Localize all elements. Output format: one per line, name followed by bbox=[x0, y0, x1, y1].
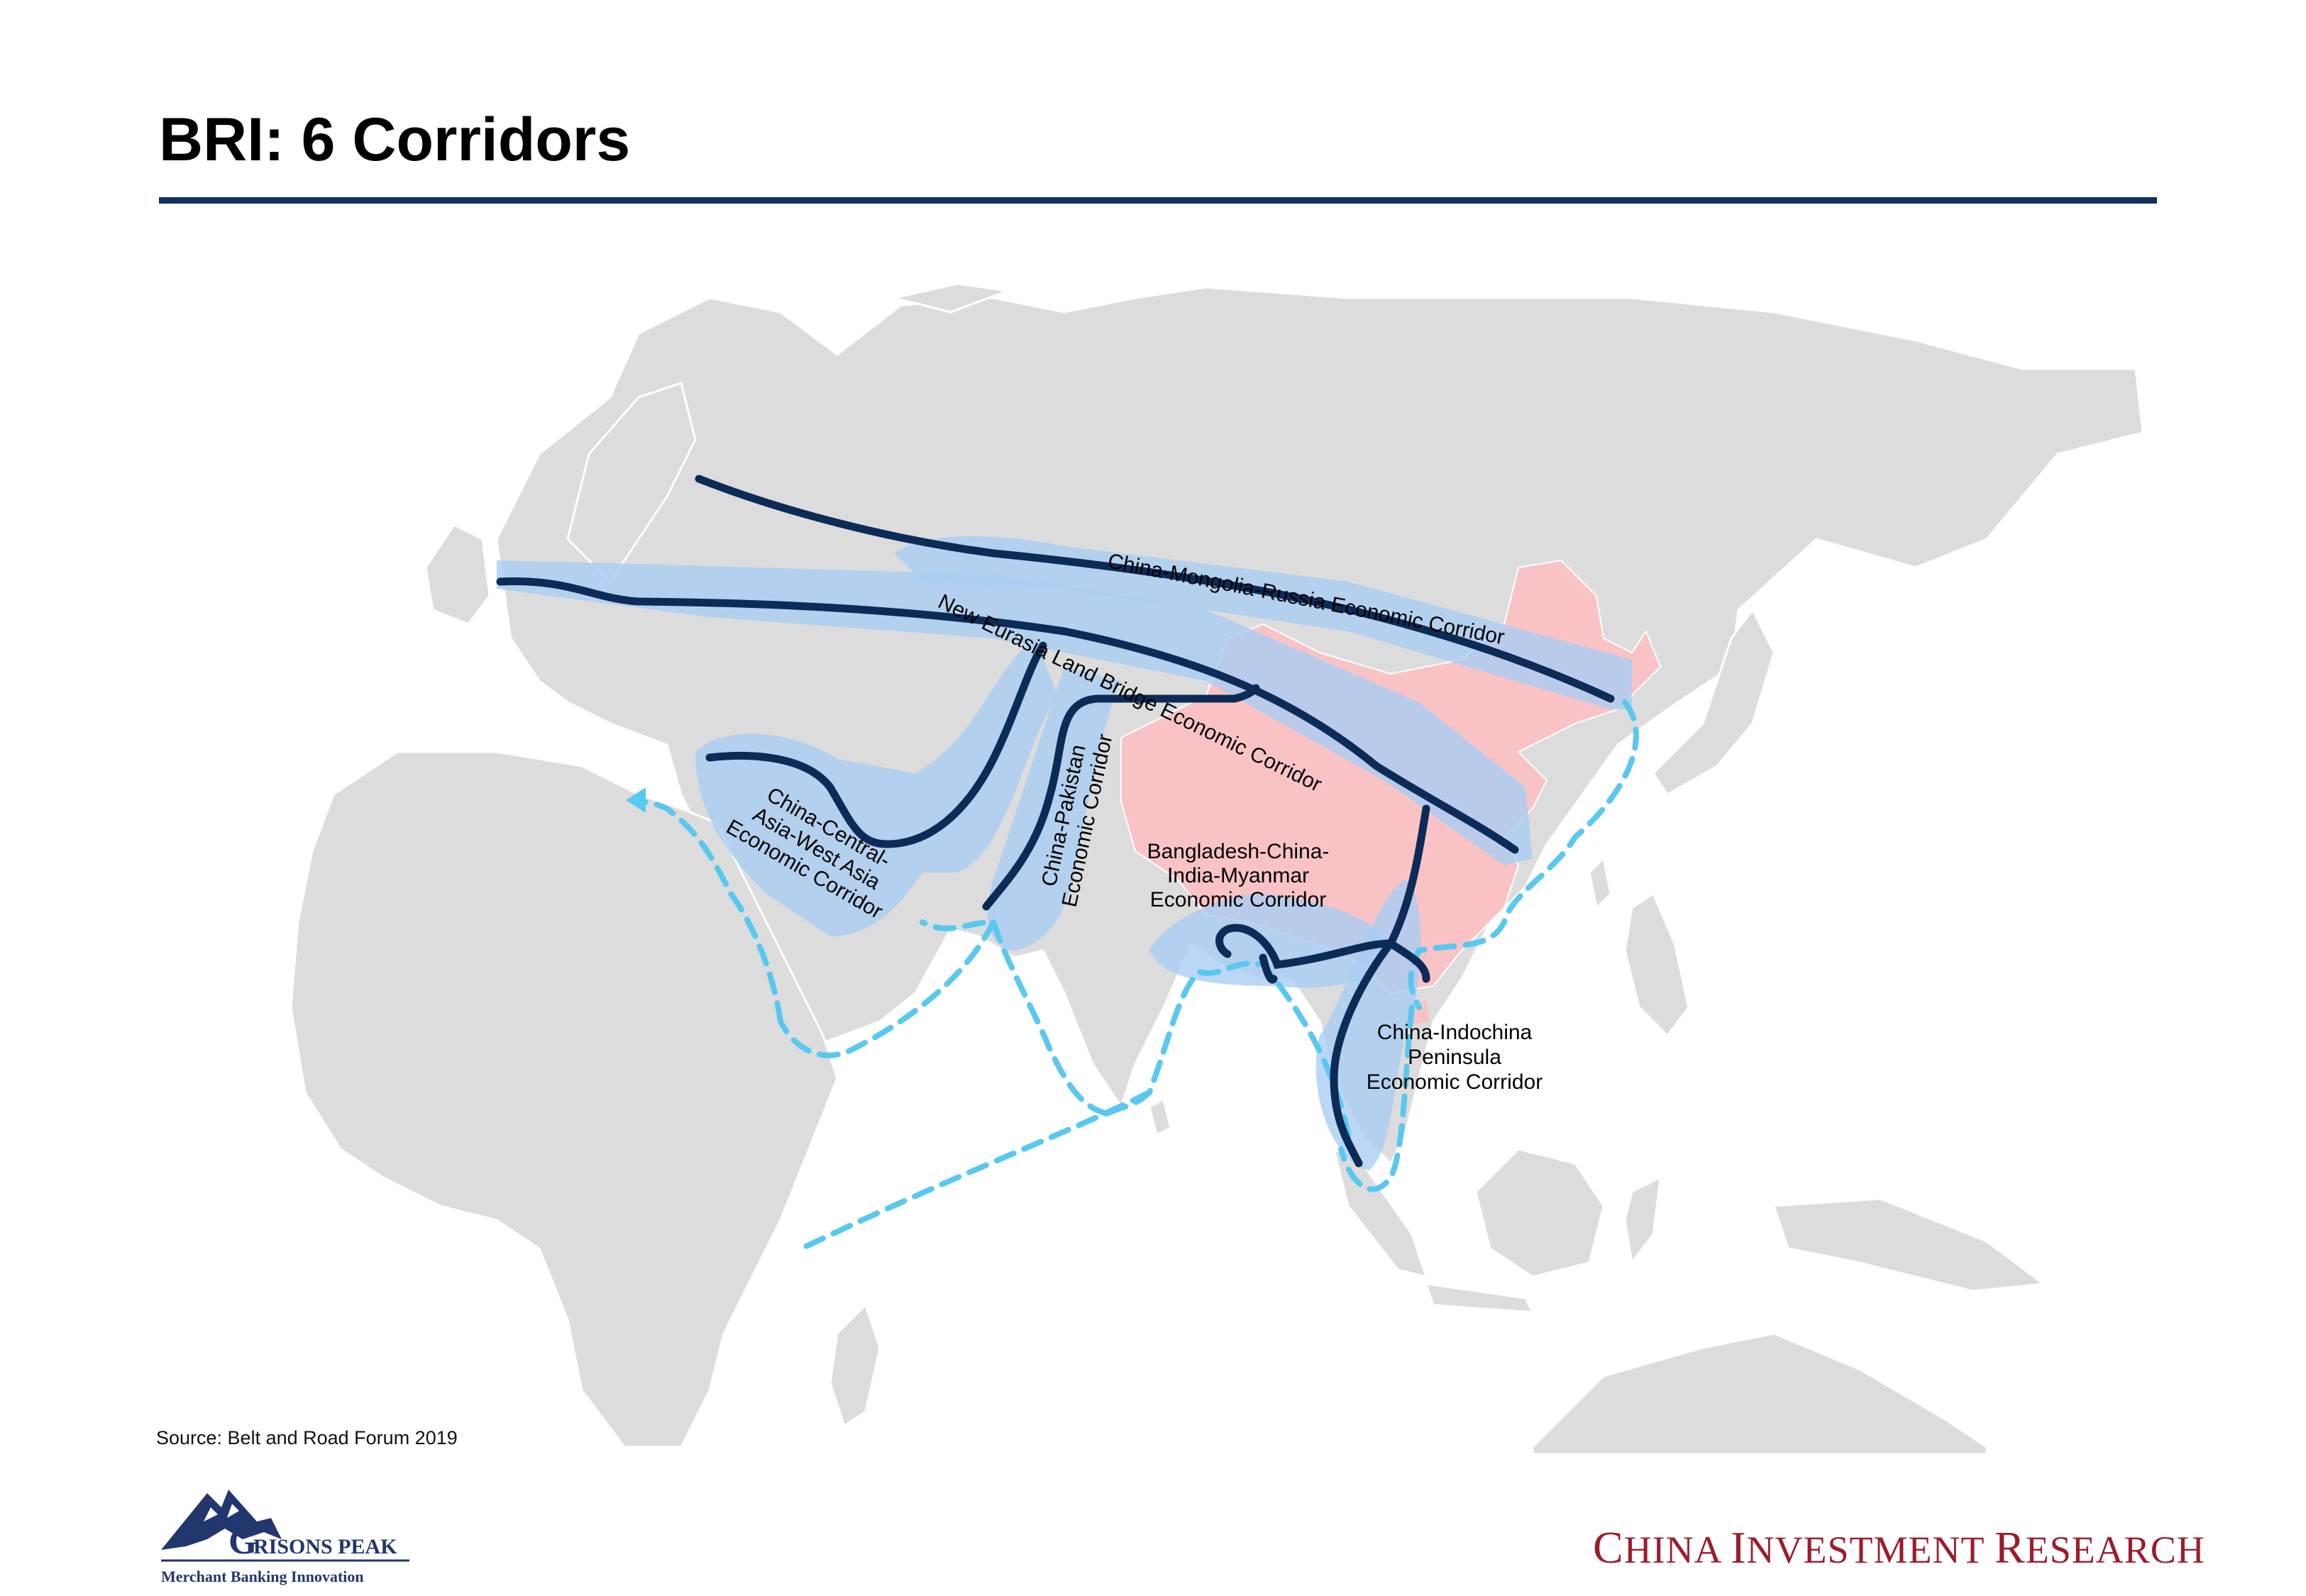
line-bcim bbox=[1215, 804, 1430, 970]
label-indochina: China-Indochina Peninsula Economic Corri… bbox=[1367, 1021, 1543, 1094]
brand-letter-r: R bbox=[1995, 1522, 2026, 1573]
route-gulf-of-aden bbox=[778, 919, 996, 1058]
label-indochina-line3: Economic Corridor bbox=[1367, 1070, 1543, 1094]
route-arabian-sea-loop bbox=[920, 919, 1110, 1116]
landmass-java bbox=[1424, 1282, 1535, 1314]
route-singapore-loop bbox=[1338, 1004, 1415, 1192]
landmass-philippines bbox=[1623, 892, 1690, 1038]
landmass-africa bbox=[289, 750, 839, 1448]
snow-streaks-icon bbox=[204, 1504, 239, 1522]
landmass-japan bbox=[1652, 608, 1775, 796]
band-bcim bbox=[1149, 894, 1391, 988]
brand-letter-i: I bbox=[1731, 1522, 1747, 1573]
landmass-borneo bbox=[1474, 1148, 1605, 1278]
line-bcim-kink bbox=[1259, 953, 1278, 984]
landmass-taiwan bbox=[1588, 855, 1612, 911]
logo-tagline: Merchant Banking Innovation bbox=[161, 1568, 364, 1585]
label-bcim: Bangladesh-China- India-Myanmar Economic… bbox=[1147, 840, 1330, 911]
line-mongolia-russia bbox=[695, 475, 1615, 703]
landmass-arctic-islands bbox=[893, 282, 1008, 314]
label-bcim-line2: India-Myanmar bbox=[1167, 864, 1309, 887]
brand-word-investment: NVESTMENT bbox=[1746, 1529, 1995, 1571]
grisons-peak-logo: G RISONS PEAK Merchant Banking Innovatio… bbox=[161, 1490, 409, 1585]
landmass-sulawesi bbox=[1623, 1175, 1662, 1265]
landmass-madagascar bbox=[829, 1303, 881, 1428]
landmass-sri-lanka bbox=[1148, 1097, 1172, 1137]
title-rule bbox=[159, 197, 2157, 204]
route-arrowhead bbox=[626, 787, 646, 813]
landmass-australia bbox=[1531, 1332, 1988, 1456]
route-red-sea bbox=[629, 797, 783, 1024]
logo-name: RISONS PEAK bbox=[253, 1535, 397, 1558]
label-indochina-line1: China-Indochina bbox=[1377, 1021, 1533, 1044]
logo-initial: G bbox=[228, 1522, 257, 1562]
china-investment-research-brand: CHINA INVESTMENT RESEARCH bbox=[1593, 1522, 2205, 1574]
route-to-east-africa bbox=[799, 1090, 1152, 1251]
brand-word-china: HINA bbox=[1623, 1529, 1731, 1571]
band-pakistan bbox=[987, 667, 1121, 951]
corridor-lines bbox=[496, 475, 1615, 1168]
line-indochina bbox=[1330, 939, 1430, 1168]
landmass-uk bbox=[424, 523, 491, 626]
brand-word-research: ESEARCH bbox=[2025, 1529, 2205, 1571]
band-indochina bbox=[1315, 880, 1421, 1170]
label-bcim-line1: Bangladesh-China- bbox=[1147, 840, 1330, 863]
brand-letter-c: C bbox=[1593, 1522, 1624, 1573]
line-central-west-asia bbox=[705, 641, 1047, 848]
line-pakistan bbox=[982, 684, 1260, 911]
line-eurasia-land-bridge bbox=[496, 577, 1519, 854]
page-title: BRI: 6 Corridors bbox=[159, 106, 631, 174]
band-central-west-asia bbox=[695, 638, 1057, 936]
band-mongolia-russia bbox=[894, 536, 1632, 709]
source-note: Source: Belt and Road Forum 2019 bbox=[156, 1427, 458, 1448]
maritime-silk-road bbox=[629, 699, 1639, 1251]
landmass-new-guinea bbox=[1772, 1197, 2046, 1292]
label-indochina-line2: Peninsula bbox=[1408, 1046, 1501, 1069]
mountain-icon bbox=[161, 1490, 282, 1550]
label-bcim-line3: Economic Corridor bbox=[1150, 888, 1326, 911]
